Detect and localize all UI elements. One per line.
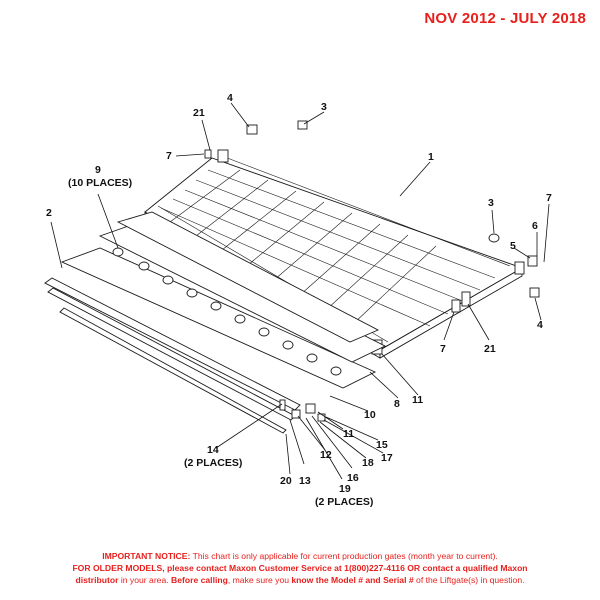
notice-before-calling: Before calling bbox=[171, 575, 228, 585]
callout-4b: 4 bbox=[537, 319, 543, 331]
notice-in-area: in your area. bbox=[118, 575, 172, 585]
callout-3b: 3 bbox=[488, 197, 494, 209]
callout-9: 9 bbox=[95, 164, 101, 176]
plate-assembly bbox=[60, 211, 387, 389]
callout-3a: 3 bbox=[321, 101, 327, 113]
important-notice: IMPORTANT NOTICE: This chart is only app… bbox=[0, 550, 600, 586]
rod-assembly bbox=[44, 277, 301, 434]
notice-line-1: IMPORTANT NOTICE: This chart is only app… bbox=[0, 550, 600, 562]
notice-line-1-text: This chart is only applicable for curren… bbox=[190, 551, 498, 561]
callout-7c: 7 bbox=[440, 343, 446, 355]
callout-15: 15 bbox=[376, 439, 388, 451]
callout-20: 20 bbox=[280, 475, 292, 487]
notice-know-model: know the Model # and Serial # bbox=[291, 575, 414, 585]
callout-11b: 11 bbox=[343, 428, 354, 440]
callout-5: 5 bbox=[510, 240, 516, 252]
callout-12: 12 bbox=[320, 449, 332, 461]
callout-7b: 7 bbox=[546, 192, 552, 204]
callout-14-note: (2 PLACES) bbox=[184, 457, 242, 469]
callout-16: 16 bbox=[347, 472, 359, 484]
callout-8: 8 bbox=[394, 398, 400, 410]
notice-tail: of the Liftgate(s) in question. bbox=[413, 575, 525, 585]
callout-14: 14 bbox=[207, 444, 219, 456]
callout-1: 1 bbox=[428, 151, 434, 163]
hinge-pins bbox=[112, 247, 342, 376]
notice-make-sure: , make sure you bbox=[227, 575, 292, 585]
callout-13: 13 bbox=[299, 475, 311, 487]
notice-line-2: FOR OLDER MODELS, please contact Maxon C… bbox=[0, 562, 600, 574]
notice-line-3: distributor in your area. Before calling… bbox=[0, 574, 600, 586]
callout-19: 19 bbox=[339, 483, 351, 495]
callout-21a: 21 bbox=[193, 107, 205, 119]
hardware bbox=[204, 120, 540, 422]
callout-4a: 4 bbox=[227, 92, 233, 104]
callout-21b: 21 bbox=[484, 343, 496, 355]
date-range-header: NOV 2012 - JULY 2018 bbox=[424, 10, 586, 27]
callout-7a: 7 bbox=[166, 150, 172, 162]
notice-distributor: distributor bbox=[75, 575, 119, 585]
callout-18: 18 bbox=[362, 457, 374, 469]
notice-line-2-text: FOR OLDER MODELS, please contact Maxon C… bbox=[72, 563, 528, 573]
callout-19-note: (2 PLACES) bbox=[315, 496, 373, 508]
leader-lines bbox=[50, 102, 550, 480]
callout-labels: 1 2 3 3 4 4 5 6 7 7 7 8 9 (10 PLACES) 10… bbox=[46, 92, 552, 508]
notice-heading: IMPORTANT NOTICE: bbox=[102, 551, 191, 561]
callout-2: 2 bbox=[46, 207, 52, 219]
callout-10: 10 bbox=[364, 409, 376, 421]
callout-6: 6 bbox=[532, 220, 538, 232]
callout-9-note: (10 PLACES) bbox=[68, 177, 132, 189]
callout-11a: 11 bbox=[412, 394, 423, 406]
callout-17: 17 bbox=[381, 452, 393, 464]
